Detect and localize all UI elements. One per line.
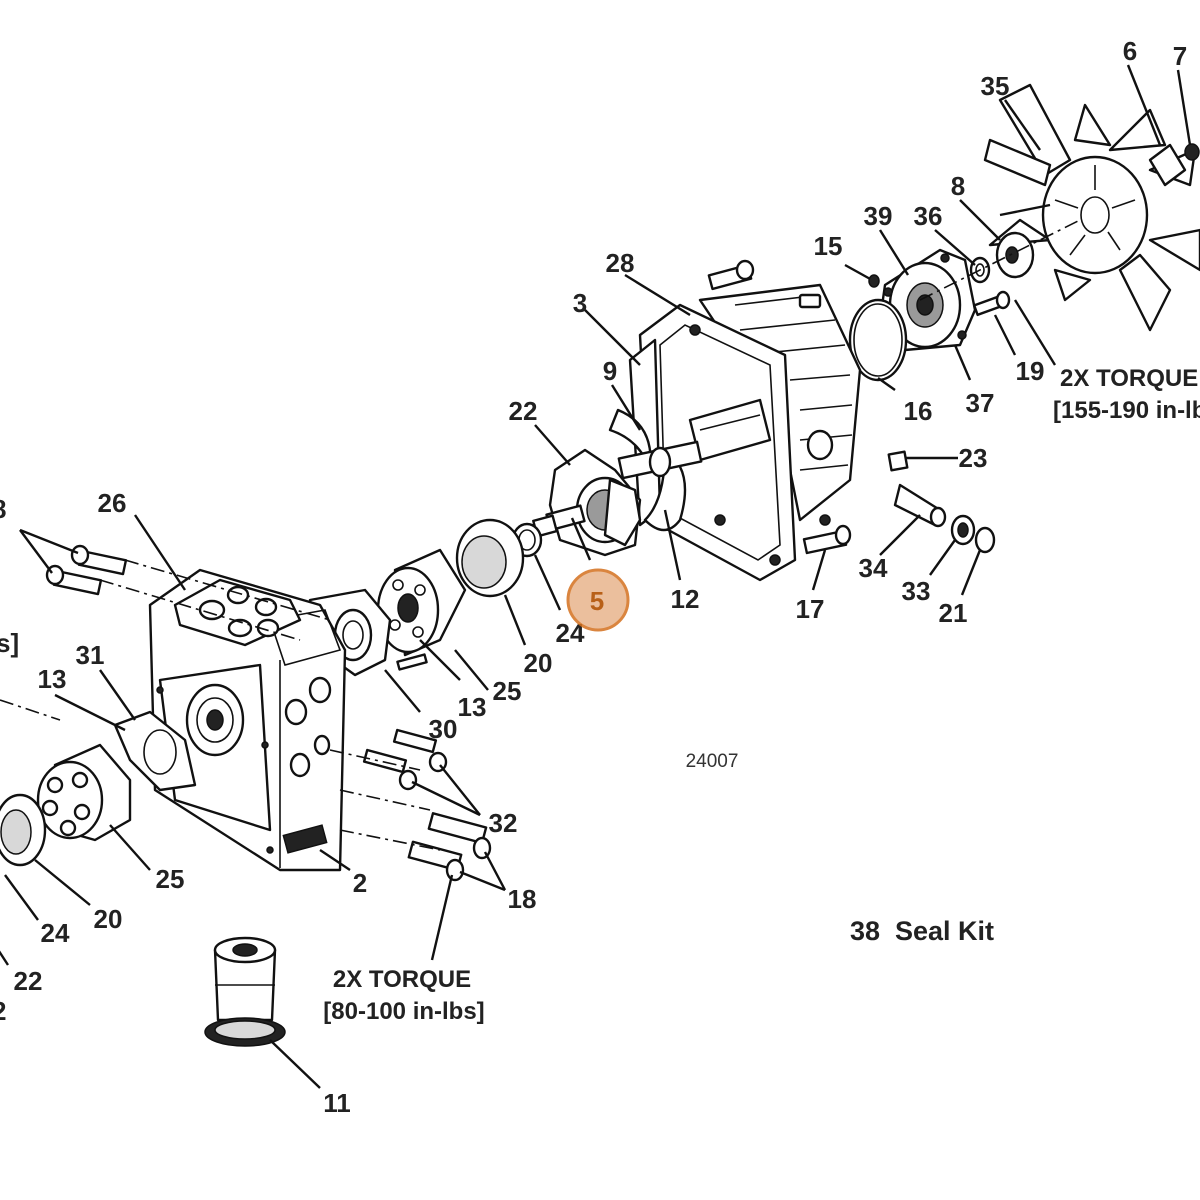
callout-21: 21 (939, 598, 968, 628)
torque-note-left-line1: 2X TORQUE (333, 966, 471, 993)
cylinder-block-part-25 (376, 548, 467, 657)
callout-17: 17 (796, 594, 825, 624)
callout-12: 12 (671, 584, 700, 614)
callout-26: 26 (98, 488, 127, 518)
plate-part-12 (643, 448, 687, 532)
callout-20-lower: 20 (94, 904, 123, 934)
torque-note-left-line2: [80-100 in-lbs] (323, 998, 484, 1025)
bolt-part-28 (707, 259, 755, 291)
callout-30: 30 (429, 714, 458, 744)
callout-2: 2 (353, 868, 367, 898)
drawing-number: 24007 (686, 751, 739, 772)
callout-13-left: 13 (38, 664, 67, 694)
seal-part-20-lower (0, 793, 47, 867)
callout-15: 15 (814, 231, 843, 261)
callout-31: 31 (76, 640, 105, 670)
callout-25-lower: 25 (156, 864, 185, 894)
callout-39: 39 (864, 201, 893, 231)
callout-13-upper: 13 (458, 692, 487, 722)
washer-part-8 (995, 231, 1035, 279)
pin-part-34 (893, 483, 947, 528)
callout-24-lower: 24 (41, 918, 70, 948)
callout-cut-bottom-left: 2 (0, 996, 6, 1026)
callout-23: 23 (959, 443, 988, 473)
o-ring-part-16 (848, 298, 908, 382)
screw-part-15 (844, 263, 880, 288)
shaft-part (617, 440, 703, 480)
seal-kit-label: Seal Kit (895, 916, 994, 946)
callout-25-upper: 25 (493, 676, 522, 706)
callout-cut-left-suffix: s] (0, 628, 19, 658)
bolts-part-8 (45, 544, 128, 596)
highlighted-callout-5[interactable]: 5 (566, 568, 630, 632)
callout-36: 36 (914, 201, 943, 231)
gear-housing-part-22 (548, 448, 642, 557)
callout-11: 11 (323, 1088, 351, 1118)
seal-kit-number: 38 (850, 916, 880, 946)
bolts-part-32 (362, 728, 448, 791)
ring-part-21 (974, 526, 996, 554)
torque-note-right-line1: 2X TORQUE (1060, 365, 1198, 392)
seal-part-20 (455, 518, 525, 598)
svg-text:5: 5 (590, 586, 604, 616)
callout-33: 33 (902, 576, 931, 606)
callout-22-lower: 22 (14, 966, 43, 996)
callout-9: 9 (603, 356, 617, 386)
manifold-body-part-26 (148, 568, 347, 872)
fan-part (983, 83, 1200, 332)
plate-part-31 (113, 710, 197, 792)
callout-16: 16 (904, 396, 933, 426)
callout-28: 28 (606, 248, 635, 278)
cylinder-block-part-25-lower (36, 743, 132, 842)
torque-note-right-line2: [155-190 in-lb (1053, 397, 1200, 424)
callout-8: 8 (951, 171, 965, 201)
callout-19: 19 (1016, 356, 1045, 386)
callout-7: 7 (1173, 41, 1187, 71)
bolt-part-17 (802, 524, 852, 555)
plate-bore (143, 729, 177, 775)
pin-part-30 (396, 653, 428, 671)
fittings-part-18 (407, 812, 492, 882)
callout-3: 3 (573, 288, 587, 318)
callout-20-upper: 20 (524, 648, 553, 678)
callout-37: 37 (966, 388, 995, 418)
callout-18: 18 (508, 884, 537, 914)
callout-22-upper: 22 (509, 396, 538, 426)
valve-part-11 (204, 936, 286, 1047)
callout-cut-top-left: 8 (0, 494, 6, 524)
callout-32: 32 (489, 808, 518, 838)
callout-6: 6 (1123, 36, 1137, 66)
nut-part-23 (887, 450, 909, 472)
screw-part-19 (972, 290, 1011, 317)
callout-34: 34 (859, 553, 888, 583)
callout-35: 35 (981, 71, 1010, 101)
